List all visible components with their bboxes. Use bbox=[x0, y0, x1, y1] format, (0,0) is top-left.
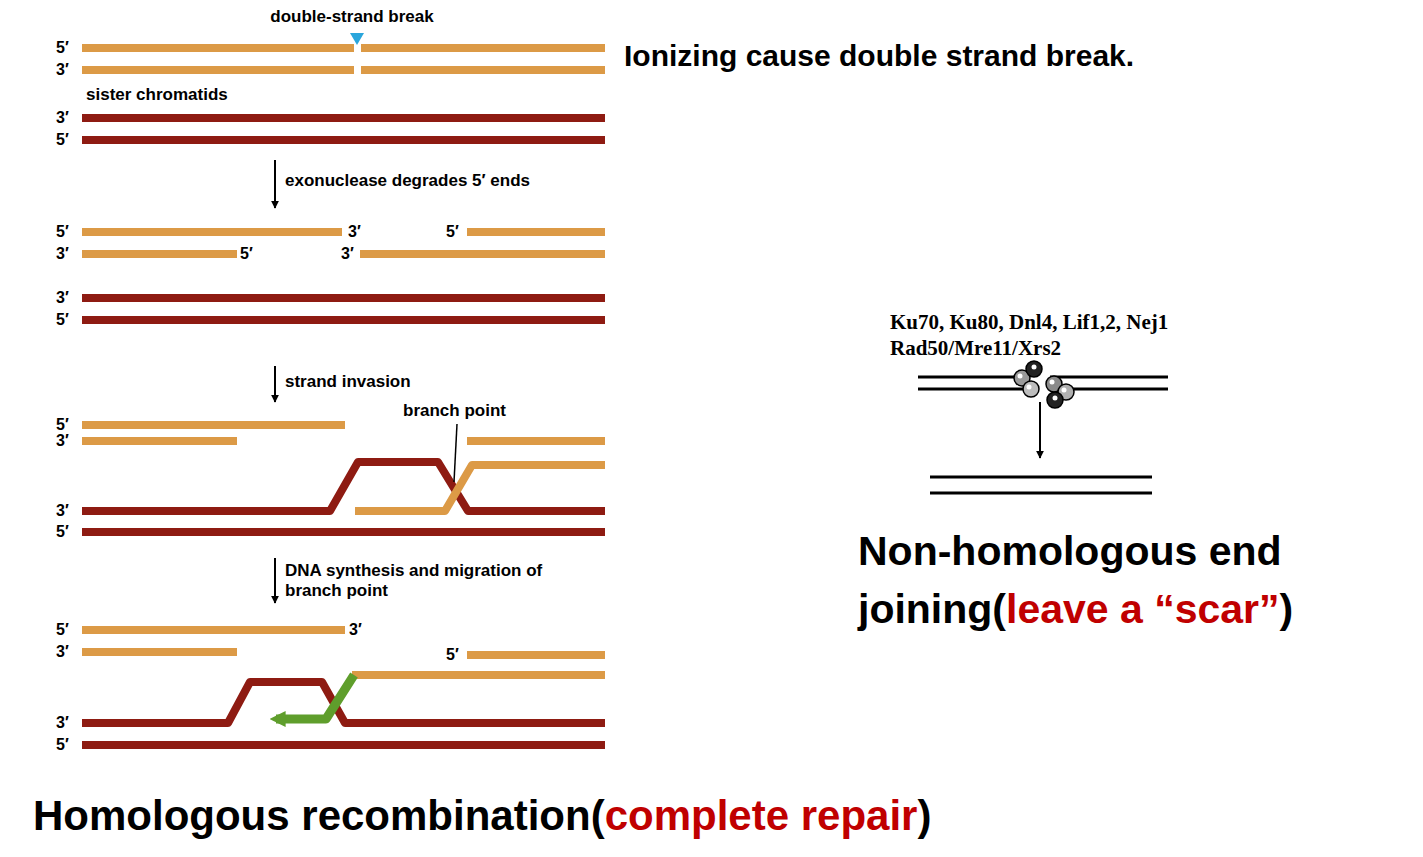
strand-end-label: 5′ bbox=[56, 523, 69, 541]
invading-strands bbox=[82, 425, 605, 511]
step-label: exonuclease degrades 5′ ends bbox=[285, 171, 530, 191]
branch-point-label: branch point bbox=[403, 401, 506, 421]
strand-end-label: 3′ bbox=[56, 643, 69, 661]
strand-end-label: 3′ bbox=[56, 245, 69, 263]
strand-end-label: 5′ bbox=[56, 39, 69, 57]
broken-strands bbox=[82, 48, 605, 70]
pathway-outcome: complete repair bbox=[605, 792, 918, 839]
strand-end-label: 3′ bbox=[56, 289, 69, 307]
new-dna-synthesis bbox=[276, 675, 354, 719]
strand-end-label: 3′ bbox=[56, 109, 69, 127]
strand-end-label: 5′ bbox=[446, 646, 459, 664]
sister-chromatid bbox=[82, 462, 605, 532]
strand-end-label: 3′ bbox=[341, 245, 354, 263]
pathway-title: ) bbox=[1280, 586, 1294, 632]
strand-end-label: 3′ bbox=[56, 502, 69, 520]
strand-end-label: 3′ bbox=[349, 621, 362, 639]
nhej-title: Non-homologous end joining(leave a “scar… bbox=[858, 522, 1403, 638]
migrating-strands bbox=[82, 630, 605, 675]
strand-end-label: 5′ bbox=[56, 131, 69, 149]
chromatid-label: sister chromatids bbox=[86, 85, 228, 105]
pathway-title: Homologous recombination( bbox=[33, 792, 605, 839]
strand-end-label: 5′ bbox=[56, 621, 69, 639]
strand-end-label: 3′ bbox=[56, 61, 69, 79]
break-marker bbox=[350, 33, 364, 45]
strand-end-label: 3′ bbox=[56, 714, 69, 732]
note-text: Ionizing cause double strand break. bbox=[624, 39, 1134, 74]
strand-end-label: 3′ bbox=[56, 432, 69, 450]
leader-line bbox=[454, 424, 457, 482]
pathway-outcome: leave a “scar” bbox=[1006, 586, 1280, 632]
pathway-title: ) bbox=[917, 792, 931, 839]
strand-end-label: 5′ bbox=[56, 223, 69, 241]
repair-proteins bbox=[1014, 361, 1074, 408]
step-label: strand invasion bbox=[285, 372, 411, 392]
strand-end-label: 3′ bbox=[348, 223, 361, 241]
strand-end-label: 5′ bbox=[446, 223, 459, 241]
protein-list: Ku70, Ku80, Dnl4, Lif1,2, Nej1 bbox=[890, 310, 1168, 334]
nhej-joined-dna bbox=[930, 477, 1152, 493]
step-label: DNA synthesis and migration of branch po… bbox=[285, 561, 557, 600]
hr-title: Homologous recombination(complete repair… bbox=[33, 790, 931, 842]
nhej-broken-dna bbox=[918, 377, 1168, 389]
protein-list: Rad50/Mre11/Xrs2 bbox=[890, 336, 1061, 360]
strand-end-label: 5′ bbox=[240, 245, 253, 263]
sister-chromatid bbox=[82, 118, 605, 140]
strand-end-label: 5′ bbox=[56, 311, 69, 329]
strand-end-label: 5′ bbox=[56, 416, 69, 434]
strand-end-label: 5′ bbox=[56, 736, 69, 754]
sister-chromatid bbox=[82, 298, 605, 320]
break-label: double-strand break bbox=[270, 7, 433, 27]
